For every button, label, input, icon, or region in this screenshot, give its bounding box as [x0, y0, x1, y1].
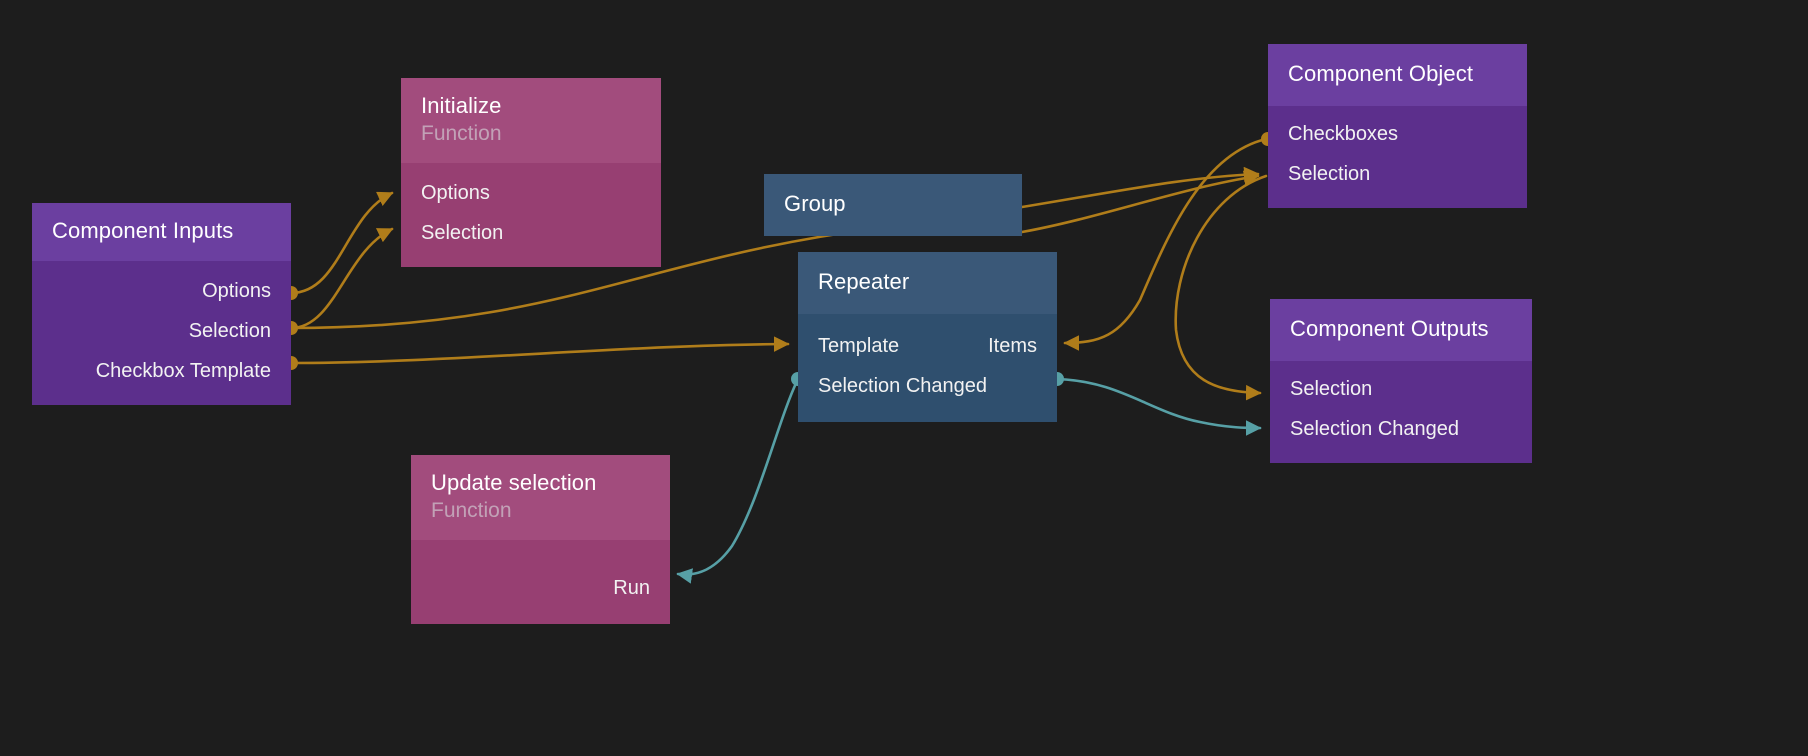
node-group-header: Group: [764, 174, 1022, 236]
node-repeater-body: Template Items Selection Changed: [798, 314, 1057, 422]
node-component-inputs-title: Component Inputs: [52, 218, 234, 243]
port-label-options: Options: [202, 280, 271, 302]
edge-inputs-options-to-initialize-options: [289, 191, 394, 295]
port-label-template: Template: [818, 335, 900, 357]
port-label-checkbox-template: Checkbox Template: [95, 360, 271, 382]
node-group-title: Group: [784, 191, 846, 216]
node-update-selection-body: Run: [411, 540, 670, 624]
port-component-object-selection[interactable]: Selection: [1268, 154, 1527, 194]
node-component-inputs[interactable]: Component Inputs Options Selection Check…: [32, 203, 291, 405]
port-label-options: Options: [421, 182, 490, 204]
node-initialize-body: Options Selection: [401, 163, 661, 267]
node-update-selection-header: Update selection Function: [411, 455, 670, 540]
port-component-inputs-options[interactable]: Options: [32, 271, 291, 311]
node-repeater[interactable]: Repeater Template Items Selection Change…: [798, 252, 1057, 422]
port-repeater-template-items[interactable]: Template Items: [798, 326, 1057, 366]
node-update-selection-subtitle: Function: [431, 499, 512, 522]
port-repeater-selection-changed[interactable]: Selection Changed: [798, 366, 1057, 406]
edge-object-selection-to-outputs-selection: [1174, 174, 1268, 401]
node-component-inputs-header: Component Inputs: [32, 203, 291, 261]
node-initialize-subtitle: Function: [421, 122, 502, 145]
edge-object-checkboxes-to-repeater-items: [1063, 137, 1268, 351]
node-update-selection[interactable]: Update selection Function Run: [411, 455, 670, 624]
node-component-outputs-header: Component Outputs: [1270, 299, 1532, 361]
node-component-object[interactable]: Component Object Checkboxes Selection: [1268, 44, 1527, 208]
node-group[interactable]: Group: [764, 174, 1022, 236]
port-label-run: Run: [613, 577, 650, 599]
node-component-object-header: Component Object: [1268, 44, 1527, 106]
node-component-object-title: Component Object: [1288, 61, 1474, 86]
edge-repeater-selectionchanged-to-update-run: [676, 377, 800, 584]
port-component-inputs-checkbox-template[interactable]: Checkbox Template: [32, 351, 291, 391]
node-repeater-header: Repeater: [798, 252, 1057, 314]
port-initialize-options[interactable]: Options: [401, 173, 661, 213]
edge-inputs-template-to-repeater-template: [289, 336, 790, 365]
node-component-object-body: Checkboxes Selection: [1268, 106, 1527, 208]
port-label-checkboxes: Checkboxes: [1288, 123, 1399, 145]
port-label-selection: Selection: [421, 222, 504, 244]
node-update-selection-title: Update selection: [431, 470, 597, 495]
node-component-outputs[interactable]: Component Outputs Selection Selection Ch…: [1270, 299, 1532, 463]
port-component-inputs-selection[interactable]: Selection: [32, 311, 291, 351]
port-label-selection-changed: Selection Changed: [818, 375, 988, 397]
port-label-selection-changed: Selection Changed: [1290, 418, 1460, 440]
node-component-outputs-title: Component Outputs: [1290, 316, 1489, 341]
port-label-selection: Selection: [1290, 378, 1373, 400]
node-initialize[interactable]: Initialize Function Options Selection: [401, 78, 661, 267]
port-component-outputs-selection-changed[interactable]: Selection Changed: [1270, 409, 1532, 449]
node-component-inputs-body: Options Selection Checkbox Template: [32, 261, 291, 405]
node-initialize-title: Initialize: [421, 93, 502, 118]
node-initialize-header: Initialize Function: [401, 78, 661, 163]
port-initialize-selection[interactable]: Selection: [401, 213, 661, 253]
port-component-outputs-selection[interactable]: Selection: [1270, 369, 1532, 409]
port-label-items: Items: [988, 335, 1037, 357]
node-component-outputs-body: Selection Selection Changed: [1270, 361, 1532, 463]
edge-repeater-selectionchanged-to-outputs-selectionchanged: [1055, 377, 1262, 436]
node-repeater-title: Repeater: [818, 269, 910, 294]
edge-group-to-object-selection: [1020, 170, 1260, 234]
port-label-selection: Selection: [188, 320, 271, 342]
port-update-selection-run[interactable]: Run: [411, 568, 670, 608]
port-component-object-checkboxes[interactable]: Checkboxes: [1268, 114, 1527, 154]
edge-inputs-selection-to-initialize-selection: [289, 227, 394, 330]
port-label-selection: Selection: [1288, 163, 1371, 185]
